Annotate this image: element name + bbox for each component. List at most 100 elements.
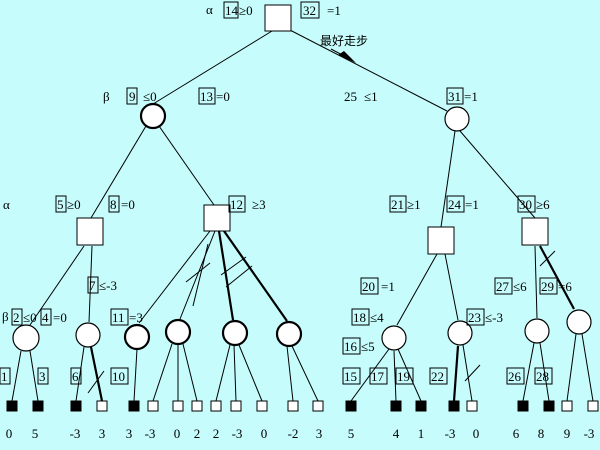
leaf-node [312,400,324,412]
annotation-number: 30 [519,197,532,212]
leaf-value: 1 [418,426,425,441]
box [70,367,82,385]
leaf-node [287,400,299,412]
leaf-node [147,400,159,412]
leaf-value: 5 [348,426,355,441]
alpha-label-root: α [206,2,213,17]
leaf-value: 9 [564,426,571,441]
leaf-node-evaluated [543,400,555,412]
leaf-node [256,400,268,412]
row-labels: α β α β [2,2,213,324]
annotation-relation: =0 [53,310,67,325]
box [395,367,414,385]
leaf-value: 0 [473,426,480,441]
max-node [521,217,549,246]
edge [581,333,594,402]
annotation-relation: ≥0 [67,197,81,212]
edge [397,348,422,402]
min-node [164,318,192,346]
box [351,308,370,326]
edge [393,350,397,402]
annotation-relation: =0 [216,89,230,104]
annotation-relation: ≤5 [361,339,375,354]
annotation-number: 12 [230,197,243,212]
min-node [381,325,407,351]
leaf-value: 3 [99,426,106,441]
annotation-relation: ≤4 [370,310,384,325]
annotation-relation: =1 [381,279,395,294]
edge-root-right [285,27,448,112]
edge-bold [217,230,235,321]
box [369,367,388,385]
annotation-number: 5 [57,197,64,212]
box [110,308,129,326]
box [198,87,216,105]
edge [534,245,538,319]
annotation-relation: ≤1 [364,89,378,104]
leaf-value: 3 [316,426,323,441]
cut-mark [539,250,556,267]
annotation-number: 24 [448,197,462,212]
leaf-step-label: 28 [536,369,549,384]
edge [539,342,550,402]
edge [238,344,263,402]
beta-label: β [2,309,9,324]
leaf-node-evaluated [415,400,427,412]
max-node [427,226,455,255]
cut-mark [185,262,211,283]
annotation-number: 31 [448,89,461,104]
leaf-value: 4 [393,426,400,441]
leaf-value: 0 [261,426,268,441]
leaf-step-label: 6 [72,369,79,384]
annotation-relation: =6 [558,279,572,294]
box [539,277,558,295]
edge [459,130,536,219]
annotation-relation: ≥0 [239,3,253,18]
annotation-number: 27 [496,279,510,294]
edge-bold [223,230,288,322]
leaf-node [466,400,478,412]
box [506,367,525,385]
leaf-value: -3 [232,426,243,441]
leaf-step-label: 3 [39,369,46,384]
box [517,195,536,213]
edge [566,333,577,402]
box [466,308,485,326]
cut-mark [225,265,253,288]
box [0,367,11,385]
annotation-number: 14 [225,3,239,18]
edge [75,346,85,402]
leaf-value: 0 [6,426,13,441]
annotation-number: 32 [303,3,316,18]
leaf-step-label: 1 [1,369,8,384]
box [389,195,407,213]
cut-mark [87,370,105,394]
cut-mark [464,364,481,382]
annotation-relation: =3 [129,310,143,325]
edge-bold [452,345,460,402]
leaf-node [230,400,242,412]
max-node [76,217,104,246]
annotation-number: 20 [362,279,375,294]
edge [11,350,22,402]
min-node [524,318,550,344]
box [40,308,52,326]
min-node [221,319,249,347]
cut-mark [220,256,247,276]
max-nodes [76,4,549,255]
min-node [444,106,470,132]
annotation-number: 7 [89,278,96,293]
edge [29,350,39,402]
leaf-node [210,400,222,412]
leaf-node-evaluated [70,400,82,412]
edge [215,344,231,402]
min-node [139,102,167,130]
edge [88,245,93,323]
annotation-number: 11 [112,310,125,325]
box [342,367,361,385]
leaf-value: -2 [288,426,299,441]
box [11,308,23,326]
edge [179,230,216,320]
leaf-step-label: 17 [371,369,385,384]
